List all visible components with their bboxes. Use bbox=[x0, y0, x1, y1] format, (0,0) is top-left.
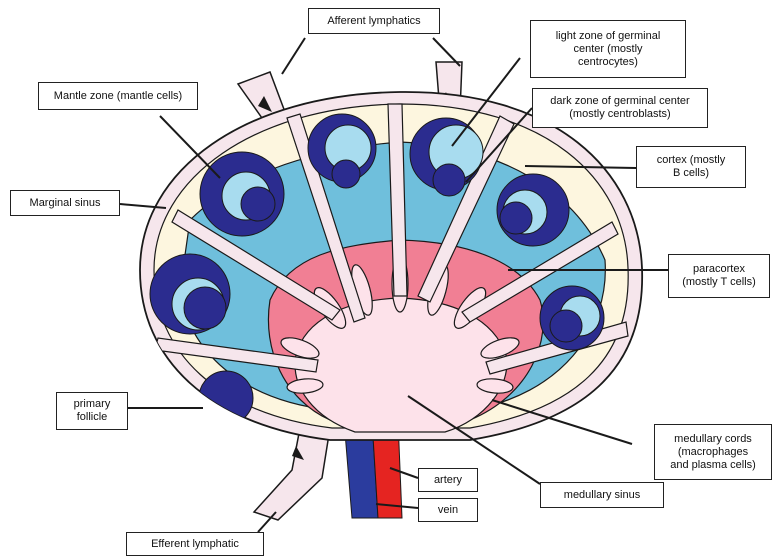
follicle-right-lower bbox=[540, 286, 604, 350]
label-marginal-sinus: Marginal sinus bbox=[10, 190, 120, 216]
label-mantle-zone: Mantle zone (mantle cells) bbox=[38, 82, 198, 110]
follicle-right-upper bbox=[497, 174, 569, 246]
efferent-lymphatic-vessel bbox=[254, 428, 330, 520]
label-light-zone: light zone of germinal center (mostly ce… bbox=[530, 20, 686, 78]
label-paracortex: paracortex (mostly T cells) bbox=[668, 254, 770, 298]
label-efferent-lymphatic: Efferent lymphatic bbox=[126, 532, 264, 556]
label-dark-zone: dark zone of germinal center (mostly cen… bbox=[532, 88, 708, 128]
label-afferent-lymphatics: Afferent lymphatics bbox=[308, 8, 440, 34]
follicle-left-middle bbox=[150, 254, 230, 334]
label-artery: artery bbox=[418, 468, 478, 492]
label-vein: vein bbox=[418, 498, 478, 522]
label-medullary-sinus: medullary sinus bbox=[540, 482, 664, 508]
label-medullary-cords: medullary cords (macrophages and plasma … bbox=[654, 424, 772, 480]
primary-follicle bbox=[199, 371, 253, 425]
label-primary-follicle: primary follicle bbox=[56, 392, 128, 430]
label-cortex: cortex (mostly B cells) bbox=[636, 146, 746, 188]
follicle-mantle-zone bbox=[200, 152, 284, 236]
